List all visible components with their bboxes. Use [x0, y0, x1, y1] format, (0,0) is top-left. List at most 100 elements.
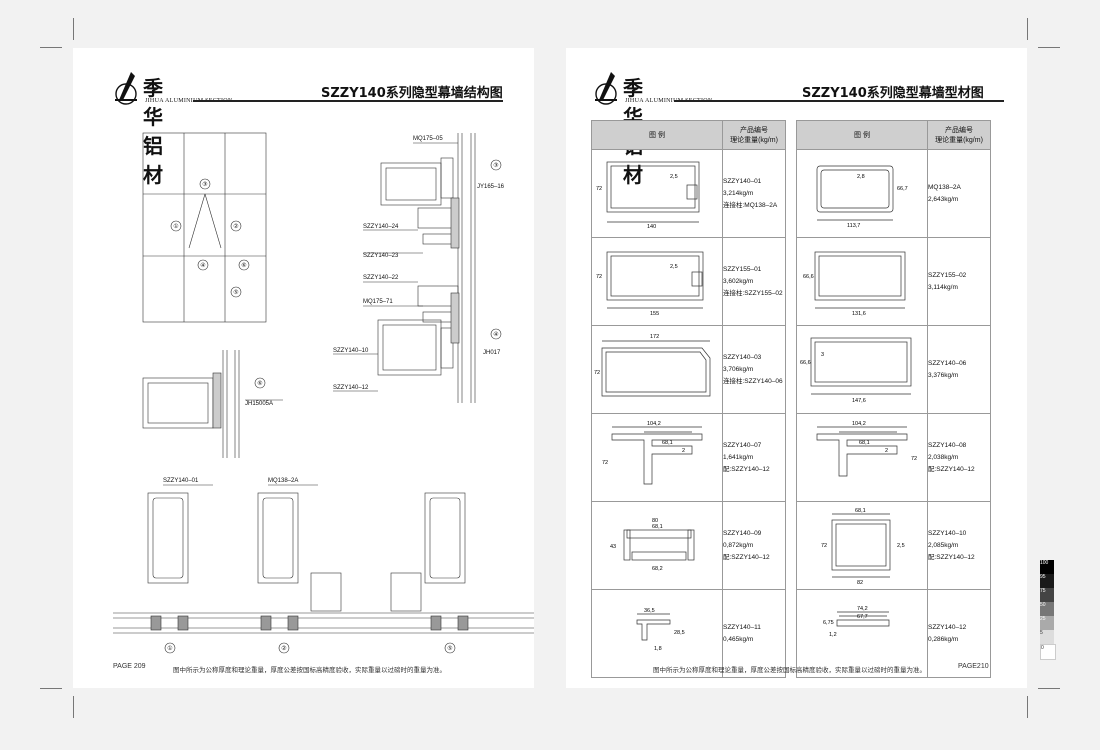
color-swatch: 100 [1040, 560, 1054, 574]
dim-label: 1,2 [829, 632, 837, 638]
left-page: 季华铝材 JIHUA ALUMINIUM SECTION SZZY140系列隐型… [73, 48, 534, 688]
dim-label: 72 [911, 456, 917, 462]
dim-label: 6,75 [823, 620, 834, 626]
weight-header: 理论重量(kg/m) [935, 137, 983, 144]
theoretical-weight: 3,376kg/m [928, 371, 959, 379]
profile-table-right: 图 例 产品编号理论重量(kg/m) 2,8 66,7 113,7 MQ138–… [796, 120, 991, 678]
page-number: PAGE210 [958, 663, 989, 670]
code-weight-header: 产品编号理论重量(kg/m) [927, 120, 991, 150]
page-number: PAGE 209 [113, 663, 146, 670]
dim-label: 2,5 [670, 264, 678, 270]
dim-label: 68,1 [859, 440, 870, 446]
dim-label: 67,7 [857, 614, 868, 620]
profile-info: SZZY140–11 0,465kg/m [722, 589, 786, 678]
color-swatch: 25 [1040, 616, 1054, 630]
profile-drawing: 80 68,1 43 68,2 [591, 501, 723, 590]
part-label: JH15005A [245, 401, 273, 407]
theoretical-weight: 0,465kg/m [723, 635, 754, 643]
marker: ⑥ [241, 262, 246, 269]
color-calibration-bar: 100 95 75 50 25 5 0 [1040, 560, 1056, 660]
dim-label: 43 [610, 544, 616, 550]
crop-mark [1027, 18, 1028, 40]
logo-mark-icon [115, 72, 137, 105]
color-swatch: 95 [1040, 574, 1054, 588]
marker: ② [233, 223, 238, 230]
dim-label: 66,6 [800, 360, 811, 366]
profile-drawing: 155 72 2,5 [591, 237, 723, 326]
dim-label: 155 [650, 311, 659, 317]
dim-label: 68,1 [662, 440, 673, 446]
crop-mark [73, 696, 74, 718]
product-code: SZZY140–09 [723, 529, 762, 537]
profile-drawing: 172 72 [591, 325, 723, 414]
profile-drawing: 74,2 67,7 6,75 1,2 [796, 589, 928, 678]
crop-mark [40, 47, 62, 48]
logo-mark-icon [595, 72, 617, 105]
profile-drawing: 104,2 68,1 72 2 [796, 413, 928, 502]
brand-english-name: JIHUA ALUMINIUM SECTION [145, 98, 233, 104]
theoretical-weight: 3,114kg/m [928, 283, 958, 291]
dim-label: 147,6 [852, 398, 866, 404]
part-label: SZZY140–22 [363, 275, 399, 281]
dim-label: 66,6 [803, 274, 814, 280]
marker: ⑥ [257, 380, 262, 387]
dim-label: 2 [682, 448, 685, 454]
footnote: 图中所示为公称厚度和理论重量，厚度公差按国标高精度验收，实际重量以过磅时的重量为… [653, 666, 926, 674]
page-title: SZZY140系列隐型幕墙结构图 [321, 86, 503, 101]
dim-label: 113,7 [847, 223, 860, 229]
color-swatch: 50 [1040, 602, 1054, 616]
dim-label: 131,6 [852, 311, 866, 317]
profile-table-left: 图 例 产品编号理论重量(kg/m) 140 72 2,5 SZZY140–01… [591, 120, 786, 678]
dim-label: 104,2 [647, 421, 661, 427]
color-swatch: 75 [1040, 588, 1054, 602]
code-header: 产品编号 [945, 127, 973, 134]
marker: ③ [493, 162, 498, 169]
dim-label: 68,1 [652, 524, 663, 530]
connection-note: 连接柱:SZZY155–02 [723, 289, 783, 297]
part-label: SZZY140–01 [163, 478, 199, 484]
marker: ④ [493, 331, 498, 338]
crop-mark [1038, 47, 1060, 48]
theoretical-weight: 2,643kg/m [928, 195, 959, 203]
part-label: MQ175–71 [363, 299, 393, 305]
theoretical-weight: 0,872kg/m [723, 541, 754, 549]
crop-mark [1038, 688, 1060, 689]
dim-label: 2,5 [897, 543, 905, 549]
product-code: SZZY140–08 [928, 441, 967, 449]
connection-note: 配:SZZY140–12 [928, 553, 975, 561]
marker: ① [173, 223, 178, 230]
part-label: JY165–16 [477, 184, 505, 190]
part-label: MQ175–05 [413, 136, 443, 142]
legend-header: 图 例 [591, 120, 723, 150]
crop-mark [73, 18, 74, 40]
theoretical-weight: 3,706kg/m [723, 365, 754, 373]
theoretical-weight: 2,085kg/m [928, 541, 959, 549]
dim-label: 172 [650, 334, 659, 340]
marker: ② [281, 645, 286, 652]
dim-label: 68,1 [855, 508, 866, 514]
part-label: SZZY140–23 [363, 253, 399, 259]
dim-label: 104,2 [852, 421, 866, 427]
marker: ⑤ [447, 645, 452, 652]
part-label: SZZY140–12 [333, 385, 369, 391]
product-code: SZZY140–11 [723, 623, 761, 631]
theoretical-weight: 2,038kg/m [928, 453, 959, 461]
dim-label: 82 [857, 580, 863, 586]
product-code: SZZY140–01 [723, 177, 762, 185]
dim-label: 80 [652, 518, 658, 524]
profile-drawing: 68,1 72 2,5 82 [796, 501, 928, 590]
dim-label: 140 [647, 224, 656, 230]
color-swatch: 0 [1040, 644, 1056, 660]
dim-label: 72 [596, 186, 602, 192]
